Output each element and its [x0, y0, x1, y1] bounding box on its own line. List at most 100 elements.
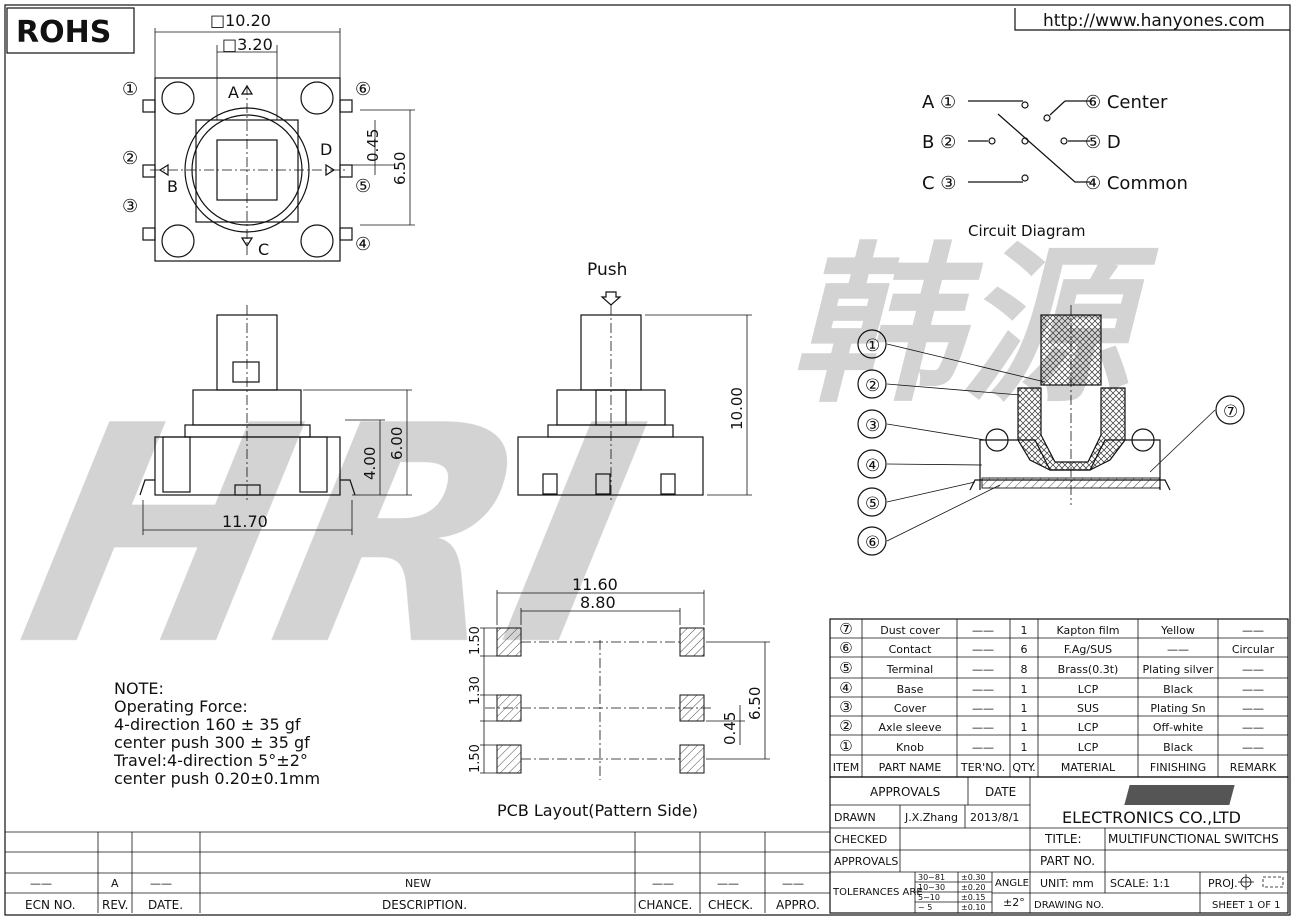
dir-c: C [258, 240, 269, 259]
approvals-label: APPROVALS [834, 855, 898, 868]
bom-cell: LCP [1078, 721, 1099, 734]
dim-inner-320: □3.20 [222, 35, 273, 54]
note-line: Travel:4-direction 5°±2° [113, 751, 308, 770]
bom-cell: —— [1242, 702, 1264, 715]
title-value: MULTIFUNCTIONAL SWITCHS [1108, 832, 1279, 846]
checked-label: CHECKED [834, 833, 887, 846]
notes: NOTE: Operating Force: 4-direction 160 ±… [113, 679, 320, 788]
bom-cell: F.Ag/SUS [1064, 643, 1112, 656]
circuit-diagram [968, 100, 1090, 183]
bom-cell: 8 [1021, 663, 1028, 676]
watermark: HRI 韩源 [0, 228, 1159, 711]
circuit-b: B ② [922, 132, 956, 153]
angle-value: ±2° [1003, 896, 1025, 909]
dim-pcb-130: 1.30 [468, 676, 483, 705]
pcb-layout [480, 590, 770, 780]
tol-value: ±0.30 [961, 873, 986, 882]
bom-cell: —— [972, 741, 994, 754]
tol-range: 30~81 [918, 873, 945, 882]
rev-header: DATE. [148, 898, 183, 912]
dim-top-045: 0.45 [364, 129, 382, 162]
bom-cell: ⑦ [839, 620, 852, 638]
dim-side-1170: 11.70 [222, 512, 268, 531]
dir-b: B [167, 177, 178, 196]
dim-top-650: 6.50 [391, 152, 409, 185]
url-frame [1014, 8, 1290, 31]
bom-cell: —— [1242, 721, 1264, 734]
bom-cell: SUS [1077, 702, 1099, 715]
website-url: http://www.hanyones.com [1043, 11, 1265, 31]
tol-range: ~ 5 [918, 903, 932, 912]
circuit-center: ⑥ Center [1085, 92, 1168, 113]
bom-cell: Terminal [886, 663, 934, 676]
rev-ecn: —— [30, 877, 52, 890]
bom-header: PART NAME [879, 761, 942, 774]
tol-range: 10~30 [918, 883, 945, 892]
dir-d: D [320, 140, 332, 159]
bom-cell: 1 [1021, 721, 1028, 734]
tolerances-label: TOLERANCES ARE [832, 887, 923, 898]
sheet-border [4, 4, 1291, 916]
pin-6: ⑥ [355, 79, 371, 100]
rev-header: CHECK. [708, 898, 753, 912]
bom-cell: —— [972, 624, 994, 637]
side-view [139, 305, 412, 535]
bom-header: TER'NO. [960, 761, 1005, 774]
dir-a: A [228, 83, 239, 102]
callout-3: ③ [865, 416, 880, 436]
bom-cell: Plating silver [1143, 663, 1214, 676]
scale-label: SCALE: 1:1 [1110, 877, 1170, 890]
bom-cell: Axle sleeve [879, 721, 942, 734]
dim-pcb-1160: 11.60 [572, 575, 618, 594]
tol-value: ±0.10 [961, 903, 986, 912]
dim-pcb-650: 6.50 [746, 687, 764, 720]
bom-cell: —— [972, 721, 994, 734]
title-block [829, 776, 1289, 914]
bom-header: REMARK [1230, 761, 1277, 774]
bom-cell: Black [1163, 683, 1193, 696]
bom-cell: Off-white [1153, 721, 1204, 734]
drawn-by: J.X.Zhang [904, 811, 958, 824]
pin-4: ④ [355, 234, 371, 255]
bom-header: ITEM [833, 761, 859, 774]
bom-cell: —— [1242, 663, 1264, 676]
bom-cell: Plating Sn [1150, 702, 1205, 715]
projection-symbol-icon [1238, 874, 1284, 890]
angle-label: ANGLE [995, 878, 1029, 889]
bom-table [829, 618, 1289, 778]
pcb-title: PCB Layout(Pattern Side) [497, 801, 698, 820]
circuit-title: Circuit Diagram [968, 222, 1085, 240]
title-label: TITLE: [1044, 832, 1082, 846]
push-label: Push [587, 260, 627, 280]
bom-cell: Black [1163, 741, 1193, 754]
bom-cell: 1 [1021, 624, 1028, 637]
bom-cell: —— [972, 663, 994, 676]
unit-label: UNIT: mm [1040, 877, 1094, 890]
note-line: NOTE: [114, 679, 164, 698]
dim-pcb-880: 8.80 [580, 593, 616, 612]
dim-front-1000: 10.00 [728, 387, 746, 430]
note-line: center push 300 ± 35 gf [114, 733, 310, 752]
drawing-no-label: DRAWING NO. [1034, 900, 1104, 911]
company-name: ELECTRONICS CO.,LTD [1062, 808, 1241, 827]
projection-label: PROJ. [1208, 877, 1238, 890]
bom-cell: Cover [894, 702, 927, 715]
dim-pcb-045: 0.45 [721, 712, 739, 745]
rev-header: ECN NO. [25, 898, 76, 912]
circuit-common: ④ Common [1085, 173, 1188, 194]
bom-cell: —— [972, 643, 994, 656]
callout-7: ⑦ [1223, 402, 1238, 422]
bom-cell: 1 [1021, 741, 1028, 754]
bom-cell: 6 [1021, 643, 1028, 656]
circuit-d: ⑤ D [1085, 132, 1121, 153]
bom-header: MATERIAL [1061, 761, 1116, 774]
bom-cell: —— [972, 683, 994, 696]
bom-cell: LCP [1078, 741, 1099, 754]
bom-cell: —— [1242, 683, 1264, 696]
note-line: Operating Force: [114, 697, 248, 716]
front-view [517, 291, 752, 500]
bom-cell: Yellow [1160, 624, 1195, 637]
tol-value: ±0.20 [961, 883, 986, 892]
rev-header: DESCRIPTION. [382, 898, 467, 912]
bom-cell: Circular [1232, 643, 1275, 656]
